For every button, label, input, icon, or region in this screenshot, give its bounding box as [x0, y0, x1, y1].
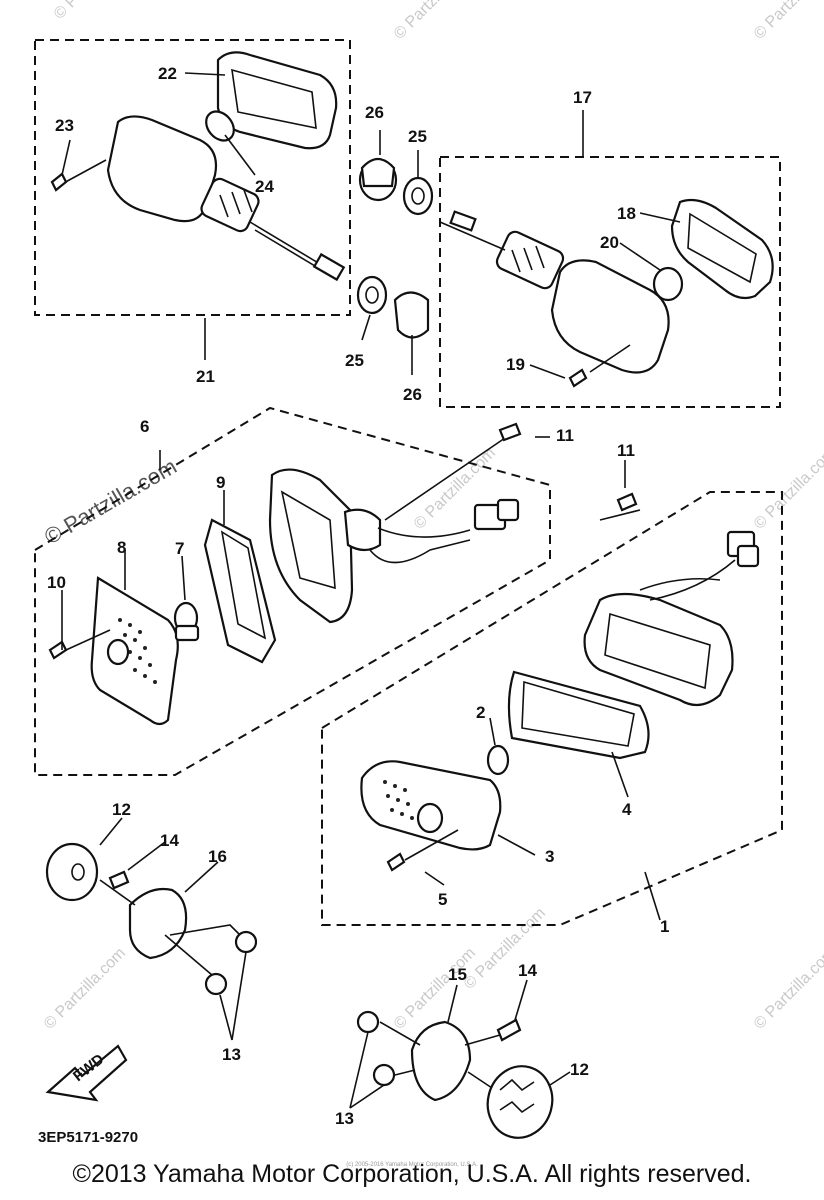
callout-4: 4	[622, 800, 632, 819]
callout-25-bottom: 25	[345, 351, 364, 370]
callout-22: 22	[158, 64, 177, 83]
grommets	[356, 130, 434, 375]
callout-13-left: 13	[222, 1045, 241, 1064]
group-box-6	[34, 406, 551, 776]
callout-21: 21	[196, 367, 215, 386]
leader-lines	[61, 72, 681, 1109]
callout-11-left: 11	[556, 426, 574, 445]
callout-8: 8	[117, 538, 126, 557]
callout-6: 6	[140, 417, 149, 436]
callout-11-right: 11	[617, 441, 635, 460]
callout-17: 17	[573, 88, 592, 107]
group-box-1	[321, 491, 783, 926]
turn-signal-assembly-21	[50, 51, 346, 282]
group-boxes	[34, 39, 783, 926]
callout-26-bottom: 26	[403, 385, 422, 404]
small-copyright-note: (c) 2005-2016 Yamaha Motor Corporation, …	[346, 1162, 478, 1168]
reflector-assembly-left	[45, 842, 258, 996]
callout-12-right: 12	[570, 1060, 589, 1079]
callout-3: 3	[545, 847, 554, 866]
turn-signal-assembly-1	[360, 492, 760, 872]
turn-signal-assembly-6	[48, 422, 522, 726]
callouts: 22 23 24 21 26 25 25 26 17 18 20 19 6 9 …	[47, 64, 669, 1128]
watermark: © Partzilla.com	[751, 0, 824, 43]
callout-24: 24	[255, 177, 274, 196]
callout-19: 19	[506, 355, 525, 374]
callout-1: 1	[660, 917, 669, 936]
copyright-footer: ©2013 Yamaha Motor Corporation, U.S.A. A…	[72, 1160, 752, 1188]
fwd-arrow: FWD	[45, 1044, 128, 1102]
callout-14-right: 14	[518, 961, 537, 980]
callout-16: 16	[208, 847, 227, 866]
callout-18: 18	[617, 204, 636, 223]
callout-25-top: 25	[408, 127, 427, 146]
callout-10: 10	[47, 573, 66, 592]
callout-14-left: 14	[160, 831, 179, 850]
turn-signal-assembly-17	[439, 198, 774, 388]
callout-20: 20	[600, 233, 619, 252]
callout-13-right: 13	[335, 1109, 354, 1128]
watermark: © Partzilla.com	[41, 945, 129, 1033]
callout-5: 5	[438, 890, 447, 909]
callout-23: 23	[55, 116, 74, 135]
watermark: © Partzilla.com	[51, 0, 139, 23]
callout-9: 9	[216, 473, 225, 492]
watermark: © Partzilla.com	[751, 945, 824, 1033]
watermark: © Partzilla.com	[391, 0, 479, 43]
callout-26-top: 26	[365, 103, 384, 122]
group-box-21	[34, 39, 351, 316]
callout-12-left: 12	[112, 800, 131, 819]
callout-7: 7	[175, 539, 184, 558]
watermark: © Partzilla.com	[751, 445, 824, 533]
watermark: © Partzilla.com	[391, 945, 479, 1033]
diagram-code: 3EP5171-9270	[38, 1129, 138, 1146]
callout-15: 15	[448, 965, 467, 984]
reflector-assembly-right	[356, 1010, 554, 1139]
group-box-17	[439, 156, 781, 408]
callout-2: 2	[476, 703, 485, 722]
